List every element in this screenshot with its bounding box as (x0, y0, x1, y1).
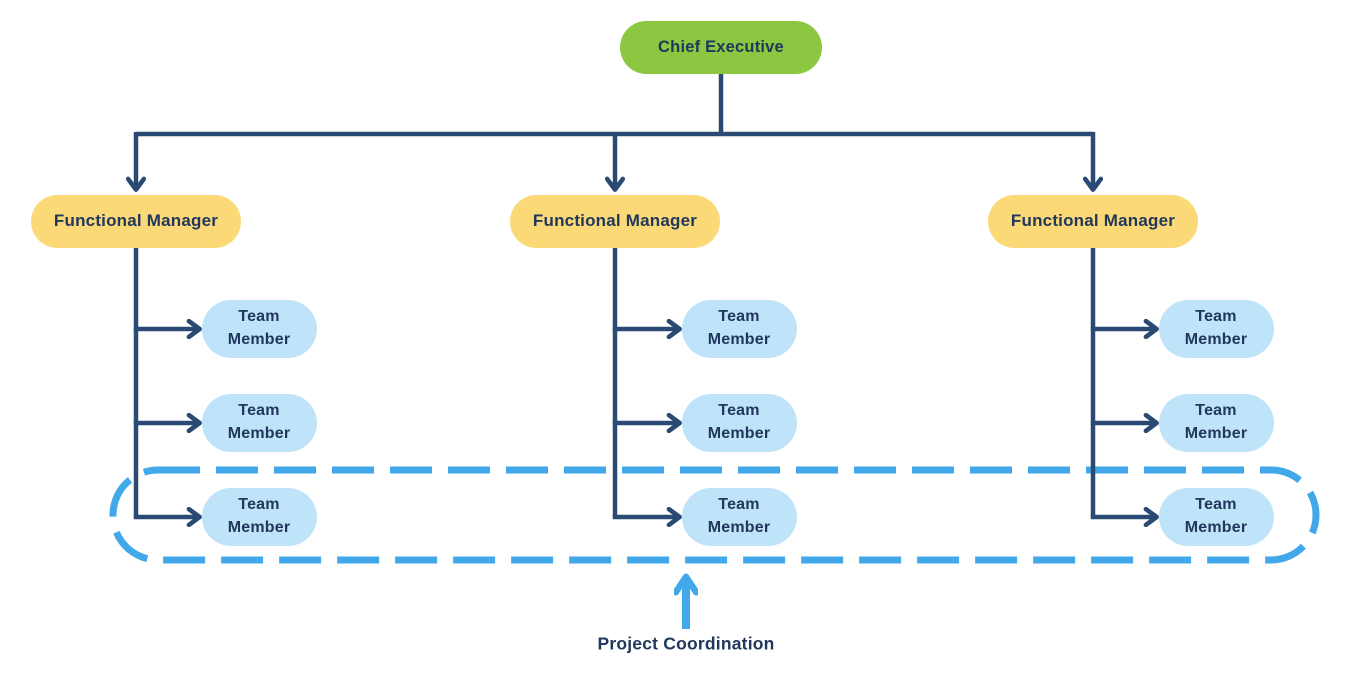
functional-manager-node: Functional Manager (510, 194, 720, 248)
team-member-node: Team Member (1158, 488, 1274, 546)
functional-manager-node: Functional Manager (988, 194, 1198, 248)
team-member-node: Team Member (201, 394, 317, 452)
team-member-node: Team Member (681, 300, 797, 358)
team-member-node: Team Member (1158, 300, 1274, 358)
team-member-node: Team Member (201, 488, 317, 546)
project-coordination-label: Project Coordination (597, 633, 775, 654)
functional-manager-node: Functional Manager (31, 194, 241, 248)
team-member-node: Team Member (681, 394, 797, 452)
chief-executive-node: Chief Executive (620, 21, 822, 74)
team-member-node: Team Member (681, 488, 797, 546)
coordination-band (109, 466, 1320, 564)
team-member-node: Team Member (201, 300, 317, 358)
team-member-node: Team Member (1158, 394, 1274, 452)
